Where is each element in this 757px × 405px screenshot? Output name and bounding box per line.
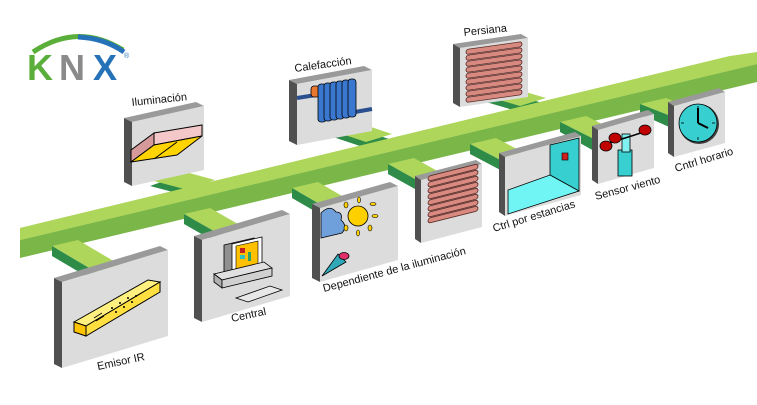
device-persiana-2[interactable] <box>415 160 482 243</box>
logo-letter-k: K <box>27 47 53 88</box>
sun-cloud-icon <box>320 196 379 239</box>
logo-arc-blue <box>77 34 126 55</box>
device-label: Iluminación <box>131 91 188 109</box>
bus-network <box>20 52 757 282</box>
anemometer-icon <box>599 124 652 177</box>
device-calefaccion[interactable]: Calefacción <box>289 55 373 145</box>
device-iluminacion[interactable]: Iluminación <box>124 91 204 186</box>
logo-registered-mark: ® <box>124 52 130 60</box>
blind-icon <box>427 163 479 224</box>
radiator-icon <box>296 78 373 123</box>
device-sensor-viento[interactable]: Sensor viento <box>592 110 662 203</box>
device-central[interactable]: Central <box>194 210 290 325</box>
device-label: Persiana <box>463 22 508 39</box>
device-cntrl-horario[interactable]: Cntrl horario <box>668 88 735 175</box>
light-sensor-icon <box>321 252 350 277</box>
logo-letter-n: N <box>59 47 85 88</box>
knx-logo: K N X ® <box>27 34 130 88</box>
device-emisor-ir[interactable]: Emisor IR <box>54 246 168 373</box>
ir-remote-icon <box>72 279 162 337</box>
logo-letter-x: X <box>93 47 117 88</box>
clock-icon <box>678 103 719 144</box>
device-dependiente[interactable]: Dependiente de la iluminación <box>312 182 467 295</box>
room-icon <box>507 137 581 215</box>
ceiling-lamp-icon <box>130 124 203 163</box>
device-persiana[interactable]: Persiana <box>453 22 528 107</box>
blind-icon <box>465 41 523 103</box>
computer-icon <box>213 236 284 303</box>
